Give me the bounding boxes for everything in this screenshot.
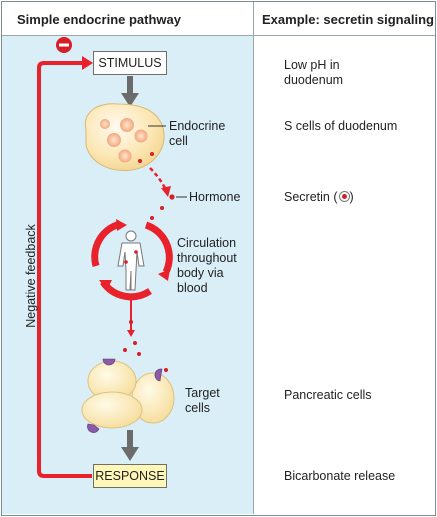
minus-circle-icon bbox=[56, 37, 72, 53]
hormone-dot bbox=[129, 320, 133, 324]
example-title: Example: secretin signaling bbox=[262, 12, 434, 27]
distribution-arrow bbox=[127, 300, 135, 337]
secretion-arrow bbox=[149, 167, 171, 197]
target-cells-label: Target cells bbox=[185, 386, 220, 415]
hormone-dot bbox=[133, 341, 137, 345]
hormone-label: Hormone bbox=[189, 190, 241, 204]
circulation-ring bbox=[91, 219, 173, 301]
example-response: Bicarbonate release bbox=[284, 469, 396, 483]
hormone-dot bbox=[137, 352, 141, 356]
example-hormone-close: ) bbox=[349, 190, 354, 204]
circulation-label: Circulation throughout body via blood bbox=[177, 236, 237, 295]
example-endocrine-cell: S cells of duodenum bbox=[284, 119, 398, 133]
example-panel bbox=[253, 2, 435, 514]
example-stimulus: Low pH in duodenum bbox=[284, 58, 344, 87]
example-header: Example: secretin signaling bbox=[253, 2, 435, 36]
hormone-dot-icon bbox=[338, 191, 350, 202]
pathway-title: Simple endocrine pathway bbox=[17, 12, 181, 27]
stimulus-box: STIMULUS bbox=[93, 51, 167, 75]
example-target-cells: Pancreatic cells bbox=[284, 388, 372, 402]
negative-feedback-loop bbox=[37, 56, 93, 478]
hormone-dot bbox=[169, 194, 187, 200]
hormone-dot bbox=[160, 206, 164, 210]
hormone-dot bbox=[150, 216, 154, 220]
endocrine-cell-label: Endocrine cell bbox=[169, 119, 226, 148]
response-box: RESPONSE bbox=[93, 464, 167, 488]
hormone-dot bbox=[164, 368, 168, 372]
target-cells bbox=[81, 360, 175, 429]
hormone-dot bbox=[123, 348, 127, 352]
stimulus-arrow bbox=[121, 76, 139, 107]
response-arrow bbox=[121, 430, 139, 461]
pathway-header: Simple endocrine pathway bbox=[2, 2, 253, 36]
receptor-icon bbox=[87, 358, 163, 433]
example-hormone-name: Secretin ( bbox=[284, 190, 338, 204]
column-divider bbox=[253, 2, 254, 514]
endocrine-cell bbox=[84, 103, 166, 171]
example-hormone: Secretin () bbox=[284, 190, 354, 205]
human-body-icon bbox=[117, 230, 145, 291]
